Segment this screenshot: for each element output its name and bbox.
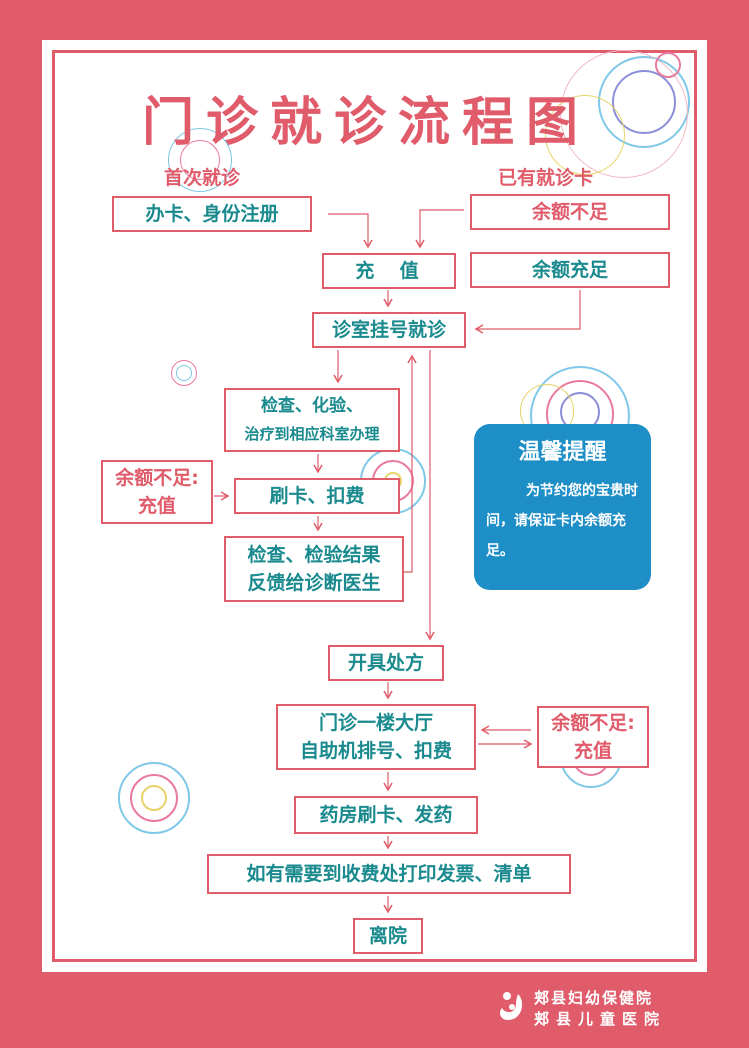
step-clinic-register: 诊室挂号就诊 bbox=[312, 312, 466, 348]
step-recharge-label: 充 值 bbox=[355, 260, 423, 282]
hospital-footer: 郏县妇幼保健院 郏县儿童医院 bbox=[496, 984, 696, 1032]
footer-hospital-name-2: 郏县儿童医院 bbox=[534, 1010, 667, 1028]
step-exam-line2: 治疗到相应科室办理 bbox=[244, 425, 380, 443]
step-swipe-pay: 刷卡、扣费 bbox=[234, 478, 400, 514]
reminder-title: 温馨提醒 bbox=[518, 440, 607, 465]
heading-first-visit: 首次就诊 bbox=[164, 167, 241, 189]
step-right-balance-low: 余额不足: 充值 bbox=[537, 706, 649, 768]
page-title: 门诊就诊流程图 bbox=[142, 93, 591, 153]
step-exam-line1: 检查、化验、 bbox=[260, 396, 363, 416]
step-side-balance-low-line2: 充值 bbox=[137, 495, 176, 517]
step-clinic-register-label: 诊室挂号就诊 bbox=[331, 319, 446, 341]
heading-has-card: 已有就诊卡 bbox=[498, 167, 594, 189]
step-right-balance-low-line2: 充值 bbox=[573, 740, 612, 762]
step-pharmacy: 药房刷卡、发药 bbox=[294, 796, 478, 834]
step-prescription: 开具处方 bbox=[328, 645, 444, 681]
step-invoice: 如有需要到收费处打印发票、清单 bbox=[207, 854, 571, 894]
step-register-card-label: 办卡、身份注册 bbox=[145, 203, 279, 225]
step-leave-label: 离院 bbox=[368, 925, 407, 947]
step-side-balance-low-line1: 余额不足: bbox=[115, 467, 199, 489]
step-pharmacy-label: 药房刷卡、发药 bbox=[319, 804, 453, 826]
arrow-balance-ok-to-clinic bbox=[474, 290, 581, 334]
step-invoice-label: 如有需要到收费处打印发票、清单 bbox=[246, 863, 532, 885]
step-exam: 检查、化验、 治疗到相应科室办理 bbox=[224, 388, 400, 452]
step-leave: 离院 bbox=[353, 918, 423, 954]
step-balance-low-top-label: 余额不足 bbox=[531, 201, 608, 223]
step-results-line1: 检查、检验结果 bbox=[247, 544, 381, 566]
arrow-balance-low-to-recharge bbox=[415, 209, 464, 249]
hospital-logo-icon bbox=[500, 992, 523, 1020]
step-hall-line2: 自助机排号、扣费 bbox=[299, 740, 452, 762]
footer-hospital-name-1: 郏县妇幼保健院 bbox=[534, 989, 654, 1007]
step-swipe-pay-label: 刷卡、扣费 bbox=[269, 485, 365, 507]
step-register-card: 办卡、身份注册 bbox=[112, 196, 312, 232]
step-side-balance-low: 余额不足: 充值 bbox=[101, 460, 213, 524]
step-hall: 门诊一楼大厅 自助机排号、扣费 bbox=[276, 704, 476, 770]
arrow-results-to-clinic bbox=[404, 354, 417, 573]
step-right-balance-low-line1: 余额不足: bbox=[551, 712, 635, 734]
step-balance-ok-label: 余额充足 bbox=[531, 259, 608, 281]
reminder-body: 为节约您的宝贵时间，请保证卡内余额充足。 bbox=[486, 483, 638, 559]
step-prescription-label: 开具处方 bbox=[347, 652, 424, 674]
step-results-line2: 反馈给诊断医生 bbox=[247, 572, 381, 594]
step-balance-low-top: 余额不足 bbox=[470, 194, 670, 230]
reminder-card: 温馨提醒 为节约您的宝贵时间，请保证卡内余额充足。 bbox=[474, 424, 651, 590]
step-results: 检查、检验结果 反馈给诊断医生 bbox=[224, 536, 404, 602]
step-balance-ok: 余额充足 bbox=[470, 252, 670, 288]
step-recharge: 充 值 bbox=[322, 253, 456, 289]
arrow-register-to-recharge bbox=[328, 213, 373, 249]
step-hall-line1: 门诊一楼大厅 bbox=[318, 712, 433, 734]
